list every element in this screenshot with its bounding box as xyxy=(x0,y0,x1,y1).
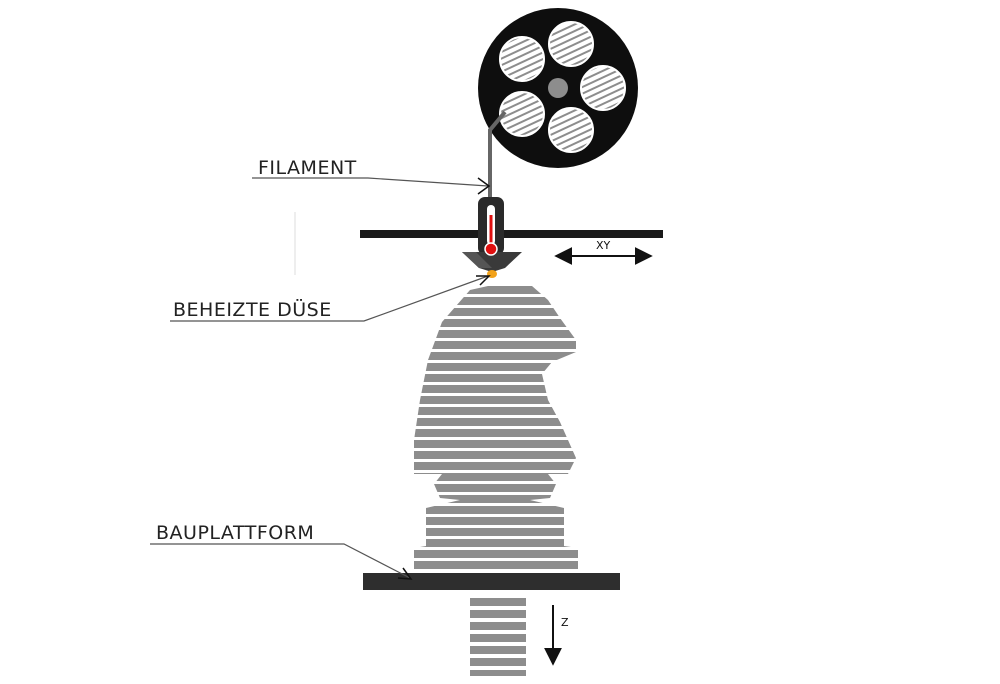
platform-support-layers xyxy=(470,598,526,676)
filament-strand xyxy=(488,110,507,198)
build-platform xyxy=(363,573,620,590)
filament-leader-line xyxy=(252,177,489,187)
build-platform-leader-line xyxy=(150,543,411,579)
filament-spool-icon xyxy=(478,8,638,168)
filament-leader-arrowhead xyxy=(477,177,491,195)
build-platform-leader-arrowhead xyxy=(397,567,413,580)
chess-knight-icon xyxy=(414,286,578,570)
heated-nozzle-leader-line xyxy=(170,275,489,322)
z-axis-label: Z xyxy=(561,616,569,629)
filament-label: FILAMENT xyxy=(258,157,357,179)
heated-nozzle-label: BEHEIZTE DÜSE xyxy=(173,298,332,321)
gantry-bar xyxy=(360,230,663,238)
heated-nozzle-leader-arrowhead xyxy=(476,275,491,286)
build-platform-label: BAUPLATTFORM xyxy=(156,522,314,544)
xy-axis-label: XY xyxy=(596,239,611,252)
thermometer-icon xyxy=(484,205,498,256)
